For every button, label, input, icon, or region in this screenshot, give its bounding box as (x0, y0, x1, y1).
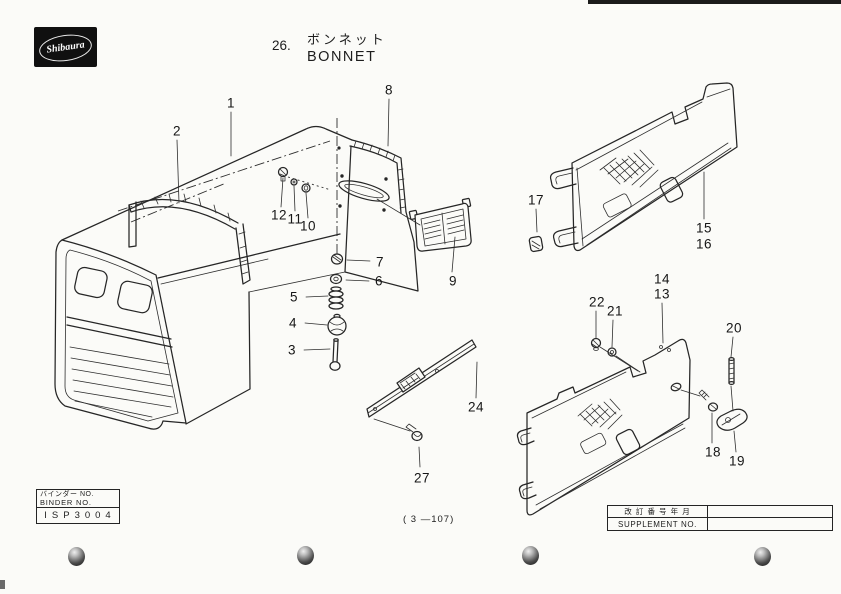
part-label-21: 21 (606, 303, 624, 319)
part-label-15: 15 (695, 220, 713, 236)
supplement-label-english: SUPPLEMENT NO. (608, 518, 708, 530)
supplement-value-top (708, 506, 832, 518)
part-label-20: 20 (725, 320, 743, 336)
binder-hole-dot (754, 547, 771, 566)
page-edge-bar (588, 0, 841, 4)
part-label-27: 27 (413, 470, 431, 486)
part-label-12: 12 (270, 207, 288, 223)
binder-label-english: BINDER NO. (40, 498, 92, 507)
leader-lines (176, 98, 737, 468)
part-label-1: 1 (226, 95, 236, 111)
part-label-18: 18 (704, 444, 722, 460)
part-label-2: 2 (172, 123, 182, 139)
part-label-13: 13 (653, 286, 671, 302)
side-panel-lower (516, 337, 748, 516)
binder-number-box: バインダー NO. BINDER NO. ISP3004 (36, 489, 120, 524)
hinge-fasteners (277, 166, 332, 193)
shibaura-logo: Shibaura (34, 27, 97, 67)
bonnet-hood-drawing (54, 125, 419, 430)
retainer-strip-and-screw (366, 339, 477, 442)
part-label-10: 10 (299, 218, 317, 234)
part-label-5: 5 (289, 289, 299, 305)
page-title-japanese: ボンネット (307, 32, 387, 47)
part-label-6: 6 (374, 273, 384, 289)
binder-label-japanese: バインダー NO. (40, 491, 94, 498)
side-panel-upper (528, 82, 738, 253)
part-label-11: 11 (287, 211, 303, 227)
part-label-22: 22 (588, 294, 606, 310)
part-label-4: 4 (288, 315, 298, 331)
page-number: ( 3 —107) (403, 514, 455, 525)
supplement-value-bottom (708, 518, 832, 530)
part-label-3: 3 (287, 342, 297, 358)
scan-artifact (0, 580, 5, 589)
part-label-24: 24 (467, 399, 485, 415)
bonnet-stay-fastener-stack (327, 118, 347, 371)
binder-number-value: ISP3004 (44, 510, 116, 521)
supplement-table: 改 訂 番 号 年 月 SUPPLEMENT NO. (607, 505, 833, 531)
part-label-14: 14 (653, 271, 671, 287)
part-label-9: 9 (448, 273, 458, 289)
part-label-16: 16 (695, 236, 713, 252)
binder-hole-dot (68, 547, 85, 566)
supplement-label-japanese: 改 訂 番 号 年 月 (608, 506, 708, 518)
part-label-19: 19 (728, 453, 746, 469)
part-label-17: 17 (527, 192, 545, 208)
vent-grille-panel (408, 197, 472, 252)
part-label-8: 8 (384, 82, 394, 98)
binder-hole-dot (297, 546, 314, 565)
binder-hole-dot (522, 546, 539, 565)
section-number: 26. (272, 38, 291, 53)
part-label-7: 7 (375, 254, 385, 270)
page-title-english: BONNET (307, 49, 377, 65)
